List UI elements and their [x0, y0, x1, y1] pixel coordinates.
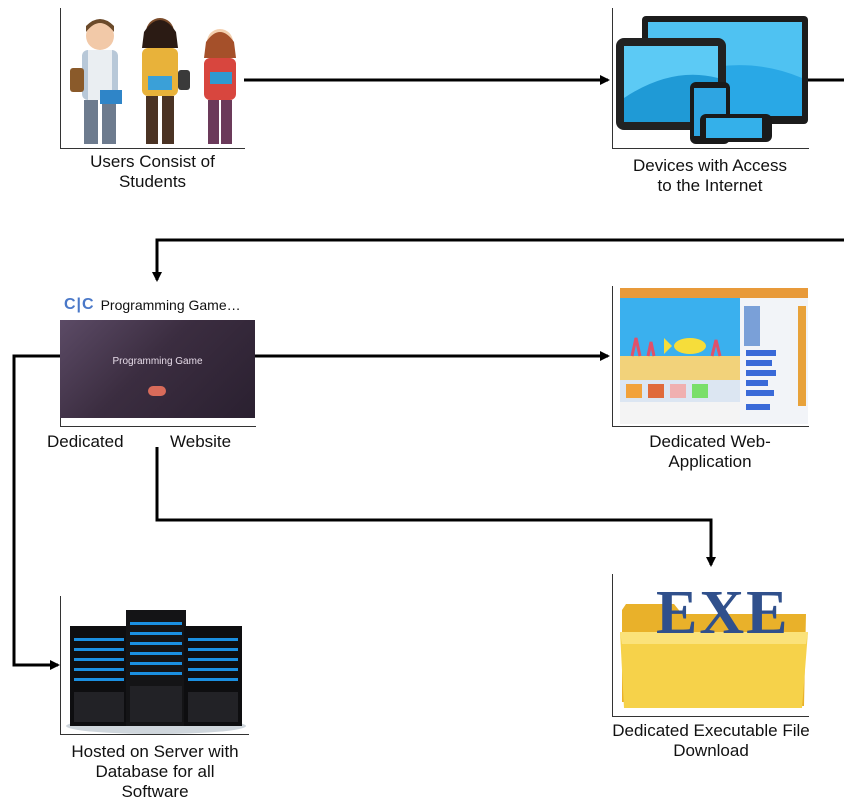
devices-illustration	[616, 16, 808, 144]
node-users	[60, 8, 245, 150]
node-devices	[612, 8, 810, 150]
exe-folder-icon	[620, 604, 808, 708]
caption-exe: Dedicated Executable File Download	[612, 721, 810, 760]
edge-website-server	[12, 354, 62, 670]
caption-website-right: Website	[170, 432, 232, 451]
server-illustration	[66, 610, 246, 734]
website-logo: C|C	[64, 296, 95, 313]
website-title-text: Programming Game…	[100, 297, 241, 313]
students-illustration	[70, 18, 236, 144]
website-browser-title: C|C Programming Game…	[60, 290, 255, 320]
node-server	[60, 596, 250, 736]
webapp-screenshot	[620, 288, 808, 424]
caption-server: Hosted on Server with Database for all S…	[71, 742, 239, 801]
edge-website-exe	[155, 447, 716, 567]
exe-label: EXE	[656, 579, 790, 647]
node-website: C|C Programming Game… Programming Game	[60, 290, 256, 428]
website-hero-title: Programming Game	[112, 356, 203, 367]
website-hero: Programming Game	[60, 320, 255, 418]
node-webapp	[612, 286, 810, 428]
caption-users: Users Consist of Students	[90, 152, 215, 191]
website-hero-button	[148, 386, 166, 396]
caption-website-left: Dedicated	[47, 432, 124, 451]
caption-devices: Devices with Access to the Internet	[633, 156, 787, 195]
caption-webapp: Dedicated Web-Application	[649, 432, 771, 471]
node-exe: EXE	[612, 574, 810, 718]
edge-devices-website	[157, 78, 844, 280]
